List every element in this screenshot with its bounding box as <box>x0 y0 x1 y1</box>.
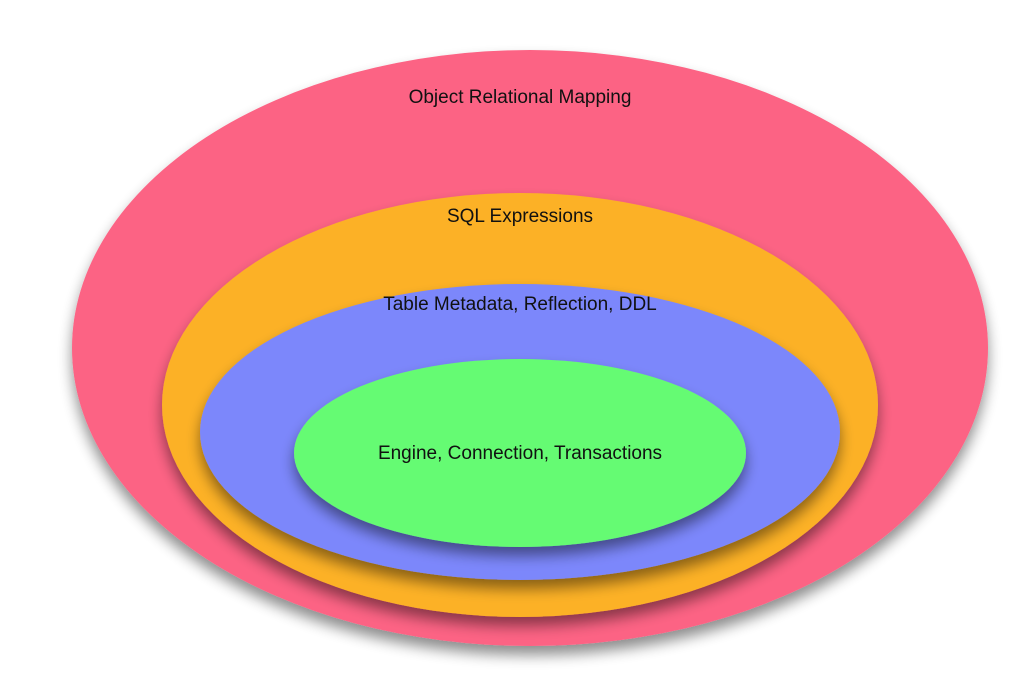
engine-layer-label: Engine, Connection, Transactions <box>378 443 662 464</box>
orm-layer-label: Object Relational Mapping <box>409 87 632 108</box>
metadata-layer-label: Table Metadata, Reflection, DDL <box>383 294 657 315</box>
engine-layer-ellipse <box>294 359 746 547</box>
sql-layer-label: SQL Expressions <box>447 206 593 227</box>
